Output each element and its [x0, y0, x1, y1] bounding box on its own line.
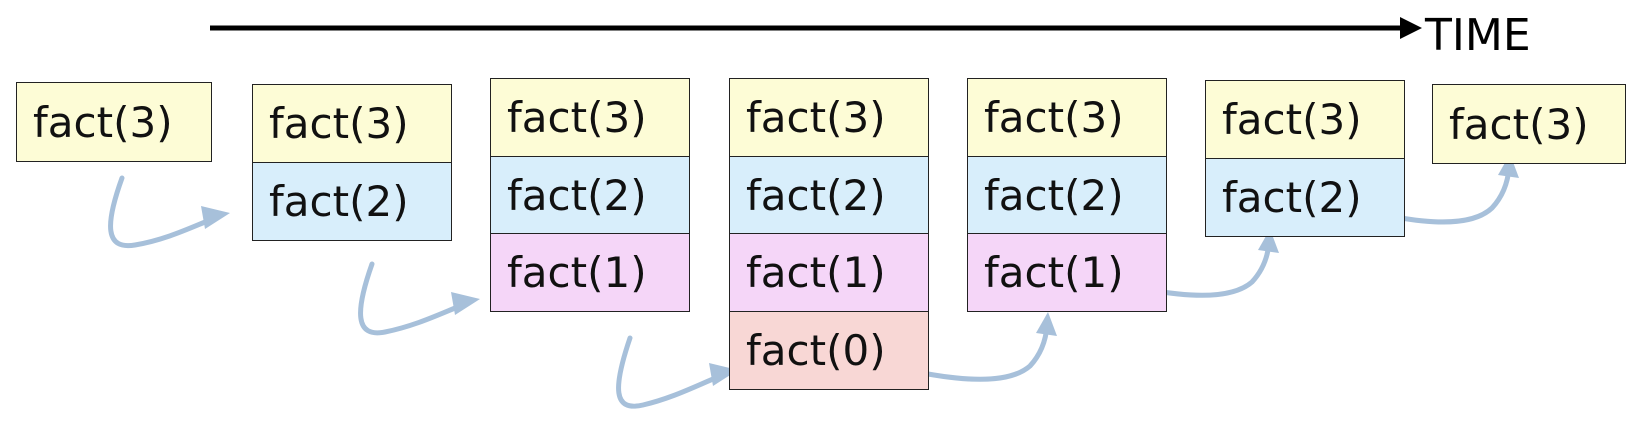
- stack-frame: fact(3): [16, 82, 212, 162]
- stack-frame: fact(0): [729, 310, 929, 390]
- call-arrow-2: [358, 261, 463, 336]
- call-arrow-3: [616, 335, 721, 409]
- time-arrow-head: [1400, 17, 1422, 39]
- stack-frame: fact(3): [252, 84, 452, 163]
- stack-frame: fact(1): [967, 233, 1167, 312]
- stack-frame: fact(3): [967, 78, 1167, 157]
- call-arrow-1-head: [201, 206, 230, 229]
- time-label: TIME: [1425, 10, 1531, 61]
- call-arrow-1: [108, 175, 213, 249]
- stack-frame: fact(1): [729, 233, 929, 312]
- stack-frame: fact(2): [729, 155, 929, 235]
- stack-frame: fact(1): [490, 233, 690, 312]
- return-arrow-2-head: [1258, 229, 1279, 253]
- return-arrow-1-head: [1036, 312, 1057, 336]
- return-arrow-3: [1387, 165, 1512, 225]
- stack-frame: fact(3): [1205, 80, 1405, 159]
- stack-frame: fact(3): [490, 78, 690, 157]
- transition-arrow-heads: [201, 154, 1519, 386]
- stack-frame: fact(2): [967, 155, 1167, 235]
- transition-arrows: [108, 165, 1512, 409]
- stack-frame: fact(2): [1205, 157, 1405, 237]
- return-arrow-3-head: [1498, 154, 1519, 178]
- call-arrow-2-head: [451, 292, 480, 315]
- stack-frame: fact(2): [252, 161, 452, 241]
- return-arrow-1: [925, 323, 1050, 382]
- stack-frame: fact(3): [729, 78, 929, 157]
- return-arrow-2: [1147, 240, 1272, 298]
- stack-frame: fact(3): [1432, 84, 1626, 164]
- stack-frame: fact(2): [490, 155, 690, 235]
